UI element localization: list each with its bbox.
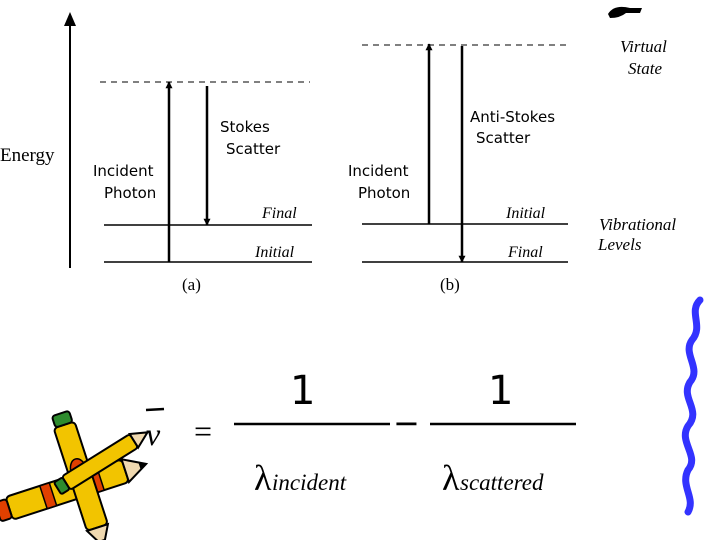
- virtual-state-label-line2: State: [628, 59, 662, 78]
- incident-label-a-line1: Incident: [93, 162, 154, 180]
- denominator-1-lambda: λ: [254, 458, 272, 498]
- vibrational-levels-label-line1: Vibrational: [599, 215, 676, 234]
- virtual-state-label-line1: Virtual: [620, 37, 667, 56]
- numerator-1: 1: [290, 368, 315, 414]
- denominator-2-lambda: λ: [442, 458, 460, 498]
- equation-minus: −: [393, 404, 420, 442]
- raman-shift-equation: ν = 1 λ incident − 1 λ scattered: [145, 368, 576, 498]
- upper-level-label-a: Final: [261, 205, 297, 222]
- curly-brace-decoration: [681, 296, 704, 516]
- caption-a: (a): [182, 275, 201, 294]
- stokes-label-line1: Stokes: [220, 118, 270, 136]
- incident-label-a-line2: Photon: [104, 184, 156, 202]
- energy-axis-arrowhead: [64, 12, 76, 26]
- vibrational-levels-label-line2: Levels: [597, 235, 642, 254]
- lower-level-label-b: Final: [507, 244, 543, 261]
- denominator-2-subscript: scattered: [460, 470, 544, 495]
- anti-stokes-label-line1: Anti-Stokes: [470, 108, 555, 126]
- equation-lhs-bar: [145, 407, 165, 412]
- panel-a: Incident Photon Stokes Scatter Final Ini…: [93, 81, 312, 294]
- stokes-label-line2: Scatter: [226, 140, 281, 158]
- caption-b: (b): [440, 275, 460, 294]
- upper-level-label-b: Initial: [505, 205, 546, 222]
- denominator-1-subscript: incident: [272, 470, 347, 495]
- numerator-2: 1: [488, 368, 513, 414]
- pencils-clipart: [0, 410, 150, 540]
- decorative-mark: [608, 6, 642, 18]
- lower-level-label-a: Initial: [254, 244, 295, 261]
- panel-b: Incident Photon Anti-Stokes Scatter Init…: [348, 43, 570, 294]
- energy-axis: [64, 12, 76, 268]
- anti-stokes-label-line2: Scatter: [476, 129, 531, 147]
- equation-equals: =: [194, 413, 212, 449]
- pencil-3: [53, 431, 150, 495]
- incident-label-b-line2: Photon: [358, 184, 410, 202]
- energy-axis-label: Energy: [0, 145, 55, 166]
- incident-label-b-line1: Incident: [348, 162, 409, 180]
- equation-lhs: ν: [146, 416, 161, 452]
